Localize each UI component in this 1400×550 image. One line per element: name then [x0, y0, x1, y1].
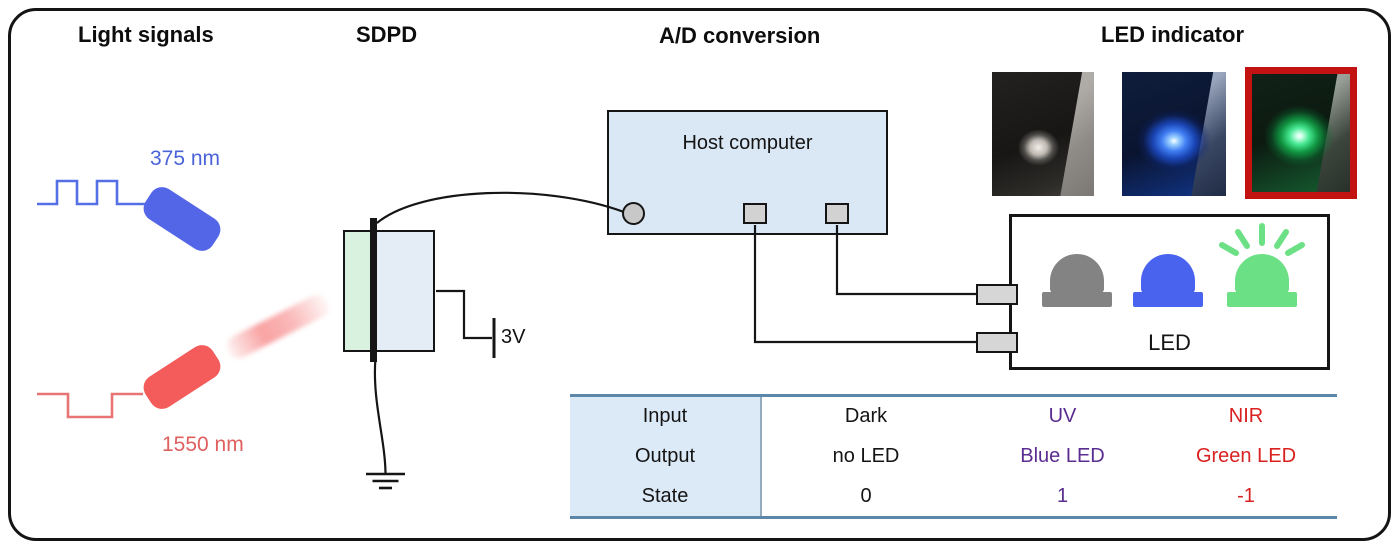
host-computer-label: Host computer	[682, 132, 813, 154]
sdpd-absorber-layer	[345, 232, 374, 350]
led-connector-lower	[976, 332, 1018, 353]
cell-state-nir: -1	[1237, 484, 1255, 507]
cell-input-nir: NIR	[1228, 405, 1264, 428]
sdpd-electrode-bar	[370, 218, 377, 362]
state-truth-table: Input Output State Dark no LED 0 UV Blue…	[570, 394, 1337, 519]
off-led-icon	[1050, 254, 1104, 293]
blue-led-base	[1133, 292, 1203, 307]
section-title-sdpd: SDPD	[356, 22, 418, 47]
photo-led-glow	[1257, 99, 1345, 181]
row-label-input: Input	[642, 405, 688, 428]
led-photo-off	[992, 72, 1094, 196]
photo-led-glow	[1130, 104, 1218, 187]
section-title-led-indicator: LED indicator	[1101, 22, 1245, 47]
blue-led-icon	[1141, 254, 1195, 293]
table-column-uv: UV Blue LED 1	[970, 397, 1155, 516]
cell-state-dark: 0	[860, 484, 872, 507]
bias-voltage-label: 3V	[501, 326, 526, 348]
nir-wavelength-label: 1550 nm	[162, 433, 244, 456]
cell-output-dark: no LED	[832, 445, 900, 467]
led-photo-blue	[1122, 72, 1226, 196]
cell-state-uv: 1	[1056, 484, 1069, 507]
photo-led-glow	[1012, 124, 1066, 172]
uv-wavelength-label: 375 nm	[150, 147, 221, 170]
table-header-column: Input Output State	[570, 397, 762, 516]
row-label-output: Output	[634, 445, 696, 467]
host-square-port-2	[825, 203, 849, 224]
led-connector-upper	[976, 284, 1018, 305]
green-led-icon	[1235, 254, 1289, 293]
sdpd-device	[343, 230, 435, 352]
table-column-nir: NIR Green LED -1	[1155, 397, 1337, 516]
led-photo-green-highlight	[1245, 67, 1357, 199]
section-title-light-signals: Light signals	[78, 22, 214, 47]
cell-input-uv: UV	[1048, 405, 1077, 428]
row-label-state: State	[641, 484, 689, 507]
green-led-base	[1227, 292, 1297, 307]
cell-output-uv: Blue LED	[1020, 445, 1105, 467]
led-box-label: LED	[1148, 330, 1191, 355]
host-square-port-1	[743, 203, 767, 224]
section-title-ad-conversion: A/D conversion	[659, 23, 821, 48]
cell-output-nir: Green LED	[1195, 445, 1297, 467]
host-circle-port	[622, 202, 645, 225]
table-column-dark: Dark no LED 0	[762, 397, 970, 516]
off-led-base	[1042, 292, 1112, 307]
cell-input-dark: Dark	[844, 405, 888, 428]
led-photo-green	[1252, 74, 1350, 192]
